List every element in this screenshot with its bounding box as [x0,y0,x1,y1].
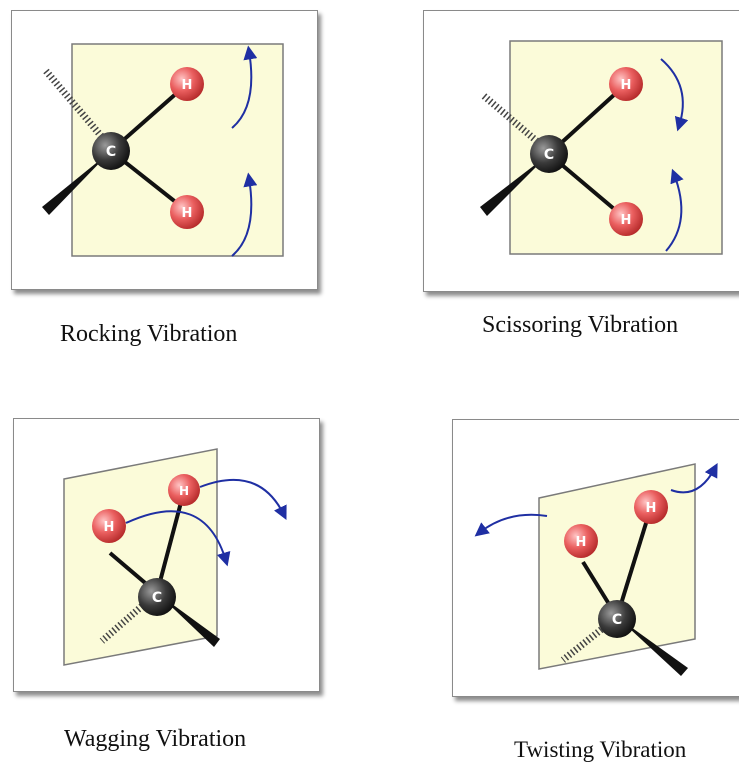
hydrogen-atom-left: H [92,509,126,543]
wagging-vibration-panel: H H C [13,418,320,692]
scissoring-caption: Scissoring Vibration [482,312,679,338]
wagging-vibration-diagram: H H C [63,448,287,666]
motion-arrow-left [474,513,548,537]
rocking-vibration-diagram: H H C [42,43,284,257]
motion-arrow-right [670,463,718,494]
carbon-atom: C [530,135,568,173]
motion-arrow-lower [231,172,258,257]
hydrogen-atom-lower: H [170,195,204,229]
molecular-plane [538,463,696,670]
svg-text:H: H [621,213,632,228]
svg-text:C: C [612,612,622,628]
wedge-bond [617,617,688,676]
rocking-caption: Rocking Vibration [60,321,238,347]
carbon-atom: C [138,578,176,616]
wagging-caption: Wagging Vibration [64,726,247,752]
svg-text:H: H [182,78,193,93]
motion-arrow-left [125,510,231,567]
twisting-vibration-panel: H H C [452,419,739,697]
hydrogen-atom-right: H [634,490,668,524]
carbon-atom: C [598,600,636,638]
svg-text:H: H [646,501,657,516]
hydrogen-atom-upper: H [170,67,204,101]
rocking-vibration-panel: H H C [11,10,318,290]
svg-text:C: C [152,590,162,606]
c-h-bond-right [155,490,186,594]
wedge-bond [42,151,111,215]
svg-text:C: C [544,147,554,163]
svg-text:H: H [179,484,189,498]
motion-arrow-upper [660,58,689,132]
motion-arrow-right [199,478,287,521]
hydrogen-atom-left: H [564,524,598,558]
hydrogen-atom-right: H [168,474,200,506]
motion-arrow-lower [665,168,684,252]
svg-text:H: H [182,206,193,221]
scissoring-vibration-panel: H H C [423,10,739,292]
scissoring-vibration-diagram: H H C [480,40,723,255]
c-h-bond-right [615,506,653,618]
svg-text:H: H [104,520,115,535]
hashed-bond [43,68,105,140]
hashed-bond [481,93,549,152]
hydrogen-atom-upper: H [609,67,643,101]
hydrogen-atom-lower: H [609,202,643,236]
motion-arrow-upper [231,45,258,129]
svg-text:H: H [576,535,587,550]
carbon-atom: C [92,132,130,170]
twisting-caption: Twisting Vibration [514,737,687,762]
svg-text:C: C [106,144,116,160]
svg-text:H: H [621,78,632,93]
twisting-vibration-diagram: H H C [474,463,718,676]
wedge-bond [480,154,549,216]
